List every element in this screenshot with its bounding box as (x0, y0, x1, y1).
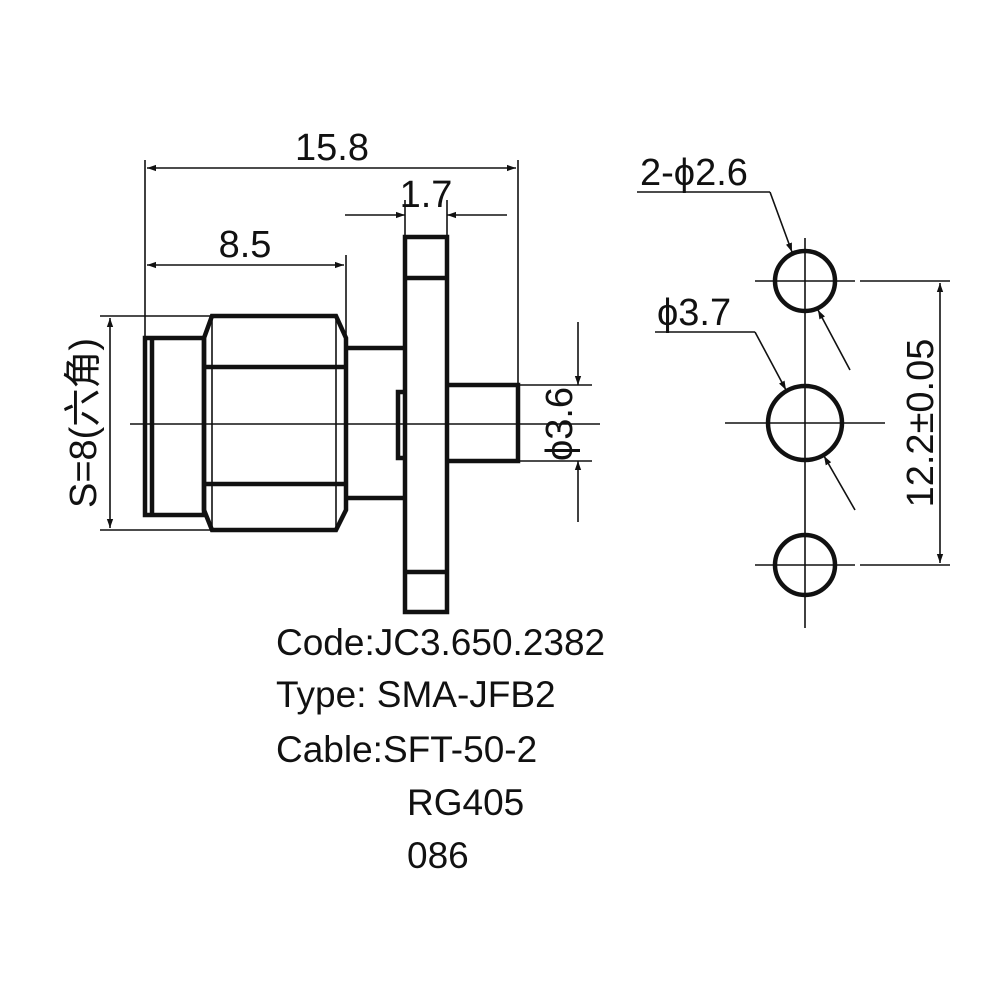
side-view: 15.8 1.7 8.5 S=8(六角) ϕ3.6 (63, 127, 600, 615)
connector-body (346, 345, 405, 501)
dim-center-hole-diameter: ϕ3.7 (657, 292, 731, 334)
dim-overall-length: 15.8 (295, 127, 369, 169)
hole-pattern-view: 2-ϕ2.6 ϕ3.7 12.2±0.05 (637, 152, 950, 628)
spec-cable: Cable:SFT-50-2 (276, 729, 538, 770)
spec-cable-alt-2: 086 (407, 835, 469, 876)
dim-hole-spacing: 12.2±0.05 (900, 339, 942, 508)
spec-code: Code:JC3.650.2382 (276, 622, 606, 663)
dim-flange-thickness: 1.7 (400, 174, 453, 216)
dim-hex-size: S=8(六角) (63, 338, 105, 508)
dim-pin-diameter: ϕ3.6 (539, 387, 581, 461)
hex-nut (201, 313, 349, 533)
dim-mount-hole-diameter: 2-ϕ2.6 (640, 152, 748, 194)
spec-cable-alt-1: RG405 (407, 782, 525, 823)
rear-pin (447, 382, 521, 464)
flange (402, 234, 450, 615)
dim-hex-length: 8.5 (219, 224, 272, 266)
spec-type: Type: SMA-JFB2 (276, 674, 556, 715)
